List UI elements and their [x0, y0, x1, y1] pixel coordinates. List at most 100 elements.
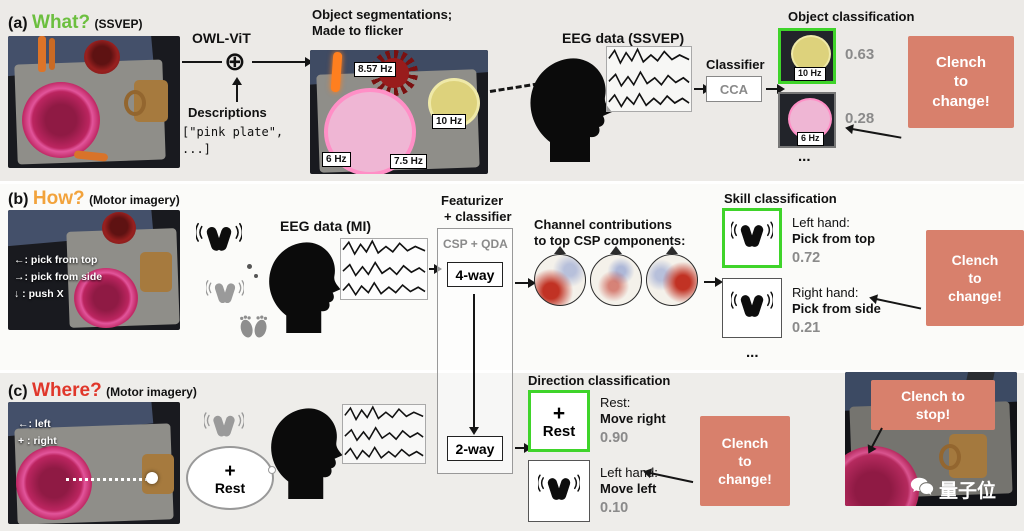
utensil-knife: [49, 38, 55, 70]
descriptions-label: Descriptions: [188, 105, 267, 120]
direction-classification-title: Direction classification: [528, 373, 671, 388]
clap-hands-icon-gray: [204, 408, 244, 448]
direction-item-1-score: 0.90: [600, 430, 629, 446]
freq-label-10: 10 Hz: [432, 114, 467, 129]
eeg-signal-box-a: [606, 46, 692, 112]
red-bowl: [84, 40, 120, 74]
skill-item-1-hand: Left hand:: [792, 215, 850, 230]
arrow-plus-to-seg: [252, 57, 313, 67]
topomap-2: [590, 254, 642, 306]
eeg-squiggles-icon: [341, 239, 427, 299]
clap-hands-icon-gray: [206, 276, 244, 314]
panel-c-tag: (c): [8, 383, 28, 400]
clench-label-a: Clench to change!: [932, 53, 990, 110]
panel-a-tag: (a): [8, 15, 28, 32]
clap-hands-icon: [731, 217, 773, 259]
arrow-eeg-to-featurizer: [429, 264, 442, 274]
clap-hands-icon-black: [196, 218, 242, 264]
skill-item-1-score: 0.72: [792, 250, 821, 266]
featurizer-title-2: + classifier: [444, 209, 512, 224]
classifier-4way-label: 4-way: [455, 266, 495, 283]
photo-c-line-2: + : right: [18, 435, 57, 447]
skill-item-1-box: [722, 208, 782, 268]
photo-table-scene-c: ←: left + : right: [8, 402, 180, 524]
skill-item-2-box: [722, 278, 782, 338]
freq-label-857: 8.57 Hz: [354, 62, 397, 77]
arrow-classifier-to-results: [766, 84, 785, 94]
clench-stop-box: Clench to stop!: [871, 380, 995, 430]
owlvit-label: OWL-ViT: [192, 30, 251, 46]
direction-item-2-score: 0.10: [600, 500, 629, 516]
skill-item-1-action: Pick from top: [792, 231, 876, 246]
candidate-1-score: 0.63: [845, 46, 875, 63]
panel-b-method: (Motor imagery): [89, 193, 180, 207]
pink-plate: [16, 446, 92, 520]
descriptions-code-2: ...]: [182, 142, 211, 156]
panel-b-header: (b) How? (Motor imagery): [8, 188, 180, 210]
arrow-topo-to-skill: [704, 277, 723, 287]
mug-handle: [124, 90, 146, 116]
freq-label-6: 6 Hz: [322, 152, 351, 167]
utensil-fork: [38, 36, 46, 72]
skill-item-2-action: Pick from side: [792, 301, 881, 316]
seg-title-2: Made to flicker: [312, 23, 404, 38]
direction-item-1-box: + Rest: [528, 390, 590, 452]
classifier-2way-box: 2-way: [447, 436, 503, 461]
skill-classification-title: Skill classification: [724, 191, 837, 206]
featurizer-method: CSP + QDA: [443, 237, 508, 251]
photo-result-scene: Clench to stop! 量子位: [845, 372, 1017, 506]
eeg-signal-box-b: [340, 238, 428, 300]
candidate-2-score: 0.28: [845, 110, 875, 127]
topomap-3: [646, 254, 698, 306]
thought-dot: [254, 274, 258, 278]
arrow-descriptions-up: [232, 77, 242, 102]
panel-a-question: What?: [32, 12, 91, 33]
feet-icon: [236, 314, 272, 340]
topomap-1: [534, 254, 586, 306]
pink-plate: [22, 82, 100, 158]
red-bowl: [102, 212, 136, 244]
seg-title-1: Object segmentations;: [312, 7, 453, 22]
rest-label: Rest: [214, 479, 246, 496]
mug-handle: [939, 444, 961, 470]
clap-hands-icon: [731, 287, 773, 329]
eeg-signal-box-c: [342, 404, 426, 464]
panel-a-method: (SSVEP): [94, 17, 143, 31]
pink-plate: [74, 268, 138, 328]
head-silhouette-icon: [520, 46, 616, 166]
classifier-4way-box: 4-way: [447, 262, 503, 287]
arrow-featurizer-to-topo: [515, 278, 536, 288]
panel-b-question: How?: [32, 188, 85, 209]
featurizer-title-1: Featurizer: [441, 193, 504, 208]
target-dot: [146, 472, 158, 484]
panel-b-tag: (b): [8, 191, 29, 208]
classifier-box: CCA: [706, 76, 762, 102]
candidate-thumb-1: 10 Hz: [778, 28, 836, 84]
channel-title-2: to top CSP components:: [534, 233, 686, 248]
wechat-icon: [909, 474, 935, 500]
photo-b-line-2: →: pick from side: [14, 271, 103, 283]
arrow-2way-to-direction: [515, 443, 532, 453]
photo-c-line-1: ←: left: [18, 418, 51, 430]
arrow-photo-to-plus: [182, 61, 222, 63]
eeg-title-a: EEG data (SSVEP): [562, 30, 685, 46]
channel-title-1: Channel contributions: [534, 217, 672, 232]
panel-c-header: (c) Where? (Motor imagery): [8, 380, 197, 402]
direction-item-2-action: Move left: [600, 481, 657, 496]
classifier-2way-label: 2-way: [455, 440, 495, 457]
descriptions-code-1: ["pink plate",: [182, 125, 284, 139]
photo-table-scene-a: [8, 36, 180, 168]
rest-box-label: Rest: [542, 423, 576, 440]
skill-item-2-score: 0.21: [792, 320, 821, 336]
arrow-eeg-to-classifier: [694, 84, 711, 94]
panel-c-method: (Motor imagery): [106, 385, 197, 399]
direction-item-2-box: [528, 460, 590, 522]
eeg-squiggles-icon: [343, 405, 425, 463]
classifier-label: Classifier: [706, 57, 765, 72]
head-silhouette-icon: [260, 234, 344, 334]
rest-plus-icon: +: [224, 460, 236, 482]
photo-table-scene-b: ←: pick from top →: pick from side ↓ : p…: [8, 210, 180, 330]
clench-stop-label: Clench to stop!: [901, 387, 965, 422]
rest-thought-cloud: + Rest: [186, 446, 274, 510]
